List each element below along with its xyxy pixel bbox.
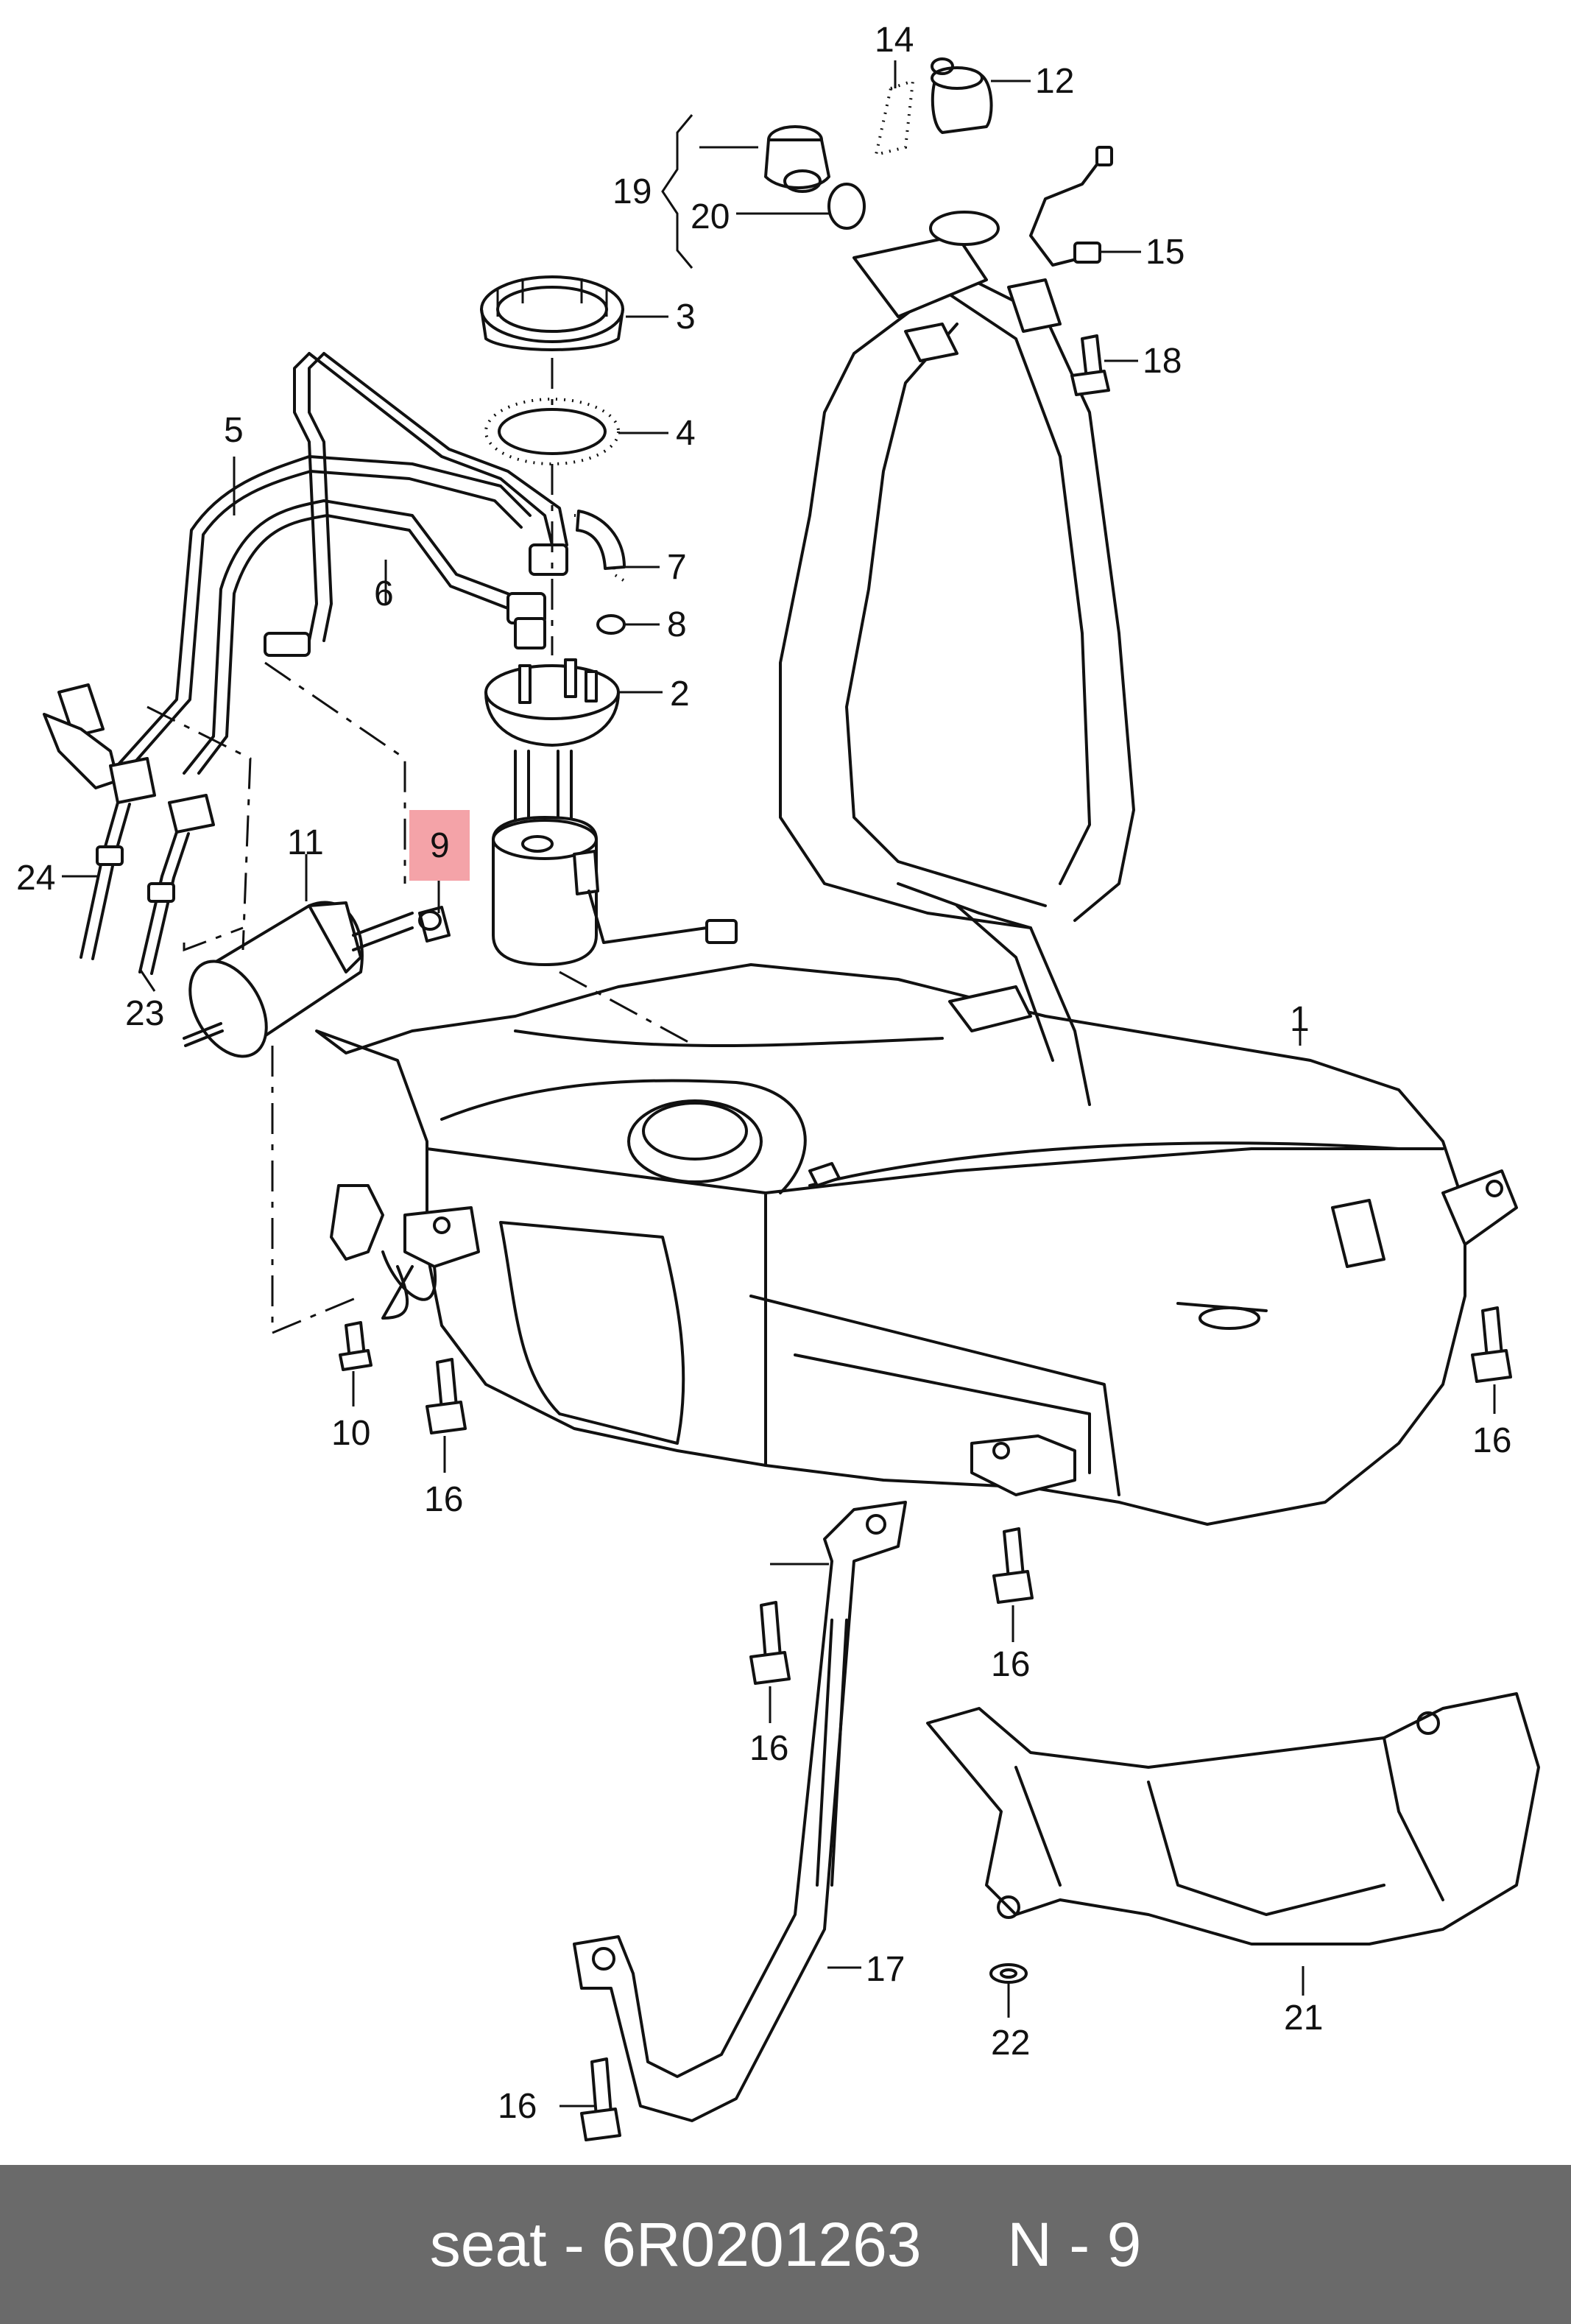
connector-9 xyxy=(418,906,451,943)
filler-neck xyxy=(514,211,1135,1106)
callout-14: 14 xyxy=(875,21,914,60)
sensor-wire-15 xyxy=(1029,146,1113,267)
callout-16-strap: 16 xyxy=(749,1729,788,1768)
nut-22 xyxy=(989,1963,1028,1984)
bracket xyxy=(330,1184,437,1320)
callout-7: 7 xyxy=(667,548,687,587)
hose-7 xyxy=(573,510,627,583)
callout-22: 22 xyxy=(991,2024,1030,2063)
callout-20: 20 xyxy=(691,197,730,236)
tank-strap-17 xyxy=(573,1501,907,2122)
callout-9: 9 xyxy=(430,826,450,865)
callout-16-left: 16 xyxy=(424,1480,463,1519)
callout-4: 4 xyxy=(676,414,696,453)
callout-1: 1 xyxy=(1290,1000,1310,1039)
callout-9-highlight xyxy=(409,810,470,881)
screw-18 xyxy=(1070,334,1110,396)
callout-18: 18 xyxy=(1143,342,1182,381)
footer-ref-prefix: N - xyxy=(1007,2209,1107,2279)
callout-16-bottom: 16 xyxy=(498,2087,537,2126)
callout-11: 11 xyxy=(287,823,324,862)
clamp-8 xyxy=(596,614,626,635)
callout-16-right: 16 xyxy=(1472,1421,1511,1460)
footer-separator: - xyxy=(546,2209,602,2279)
callout-21: 21 xyxy=(1284,1999,1323,2038)
fuel-filter xyxy=(183,901,414,1058)
filler-cap-12 xyxy=(931,57,993,134)
callout-10: 10 xyxy=(331,1414,370,1453)
callout-17: 17 xyxy=(866,1950,905,1989)
fuel-lines xyxy=(43,352,568,975)
fuel-system-exploded-diagram: 1 2 3 4 5 6 7 8 9 10 11 12 14 15 16 16 1… xyxy=(16,21,1540,2141)
fuel-tank xyxy=(315,963,1518,1526)
fuel-pump-flange xyxy=(484,658,620,747)
leader-lines xyxy=(62,60,1496,2108)
callout-16-mid: 16 xyxy=(991,1645,1030,1684)
callout-5: 5 xyxy=(224,411,244,450)
callout-15: 15 xyxy=(1145,233,1185,272)
screw-10 xyxy=(339,1321,373,1371)
footer-bar: seat - 6R0201263 N - 9 xyxy=(0,2165,1571,2324)
footer-ref-number: 9 xyxy=(1106,2209,1142,2279)
seal-ring xyxy=(484,398,620,465)
filler-cap-19 xyxy=(764,125,830,193)
heat-shield-21 xyxy=(926,1692,1540,1946)
hose-14 xyxy=(874,79,915,157)
callout-12: 12 xyxy=(1035,62,1074,101)
footer-brand: seat xyxy=(429,2209,547,2279)
screw-16-left xyxy=(426,1358,467,1434)
callout-19: 19 xyxy=(612,172,652,211)
callout-6: 6 xyxy=(374,574,394,613)
callout-2: 2 xyxy=(670,675,690,714)
fuel-pump-module xyxy=(492,750,738,966)
footer-part-number: 6R0201263 xyxy=(601,2209,922,2279)
assembly-dash-lines xyxy=(146,358,696,1335)
locking-ring xyxy=(480,275,624,351)
screw-16-strap xyxy=(749,1601,791,1685)
screw-16-bottom xyxy=(580,2057,621,2141)
screw-16-right xyxy=(1471,1306,1512,1383)
o-ring-20 xyxy=(827,183,866,230)
callout-23: 23 xyxy=(125,994,164,1033)
screw-16-mid xyxy=(992,1527,1034,1604)
callout-8: 8 xyxy=(667,605,687,644)
callout-24: 24 xyxy=(16,859,55,898)
footer-gap xyxy=(922,2209,1008,2281)
callout-3: 3 xyxy=(676,297,696,337)
